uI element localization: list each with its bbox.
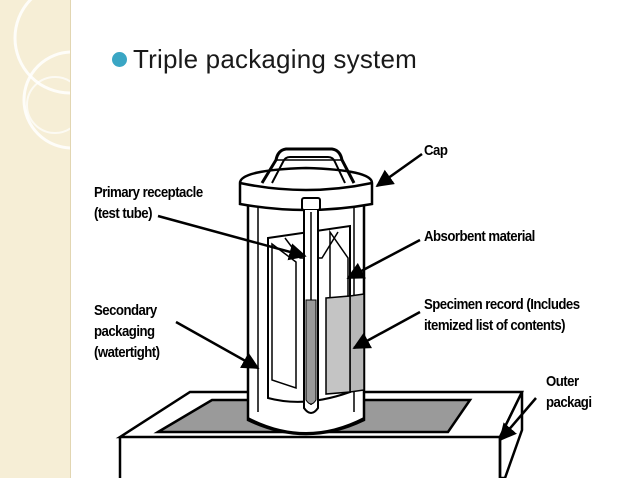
secondary-container: [246, 198, 366, 436]
slide-title: Triple packaging system: [133, 44, 417, 74]
label-primary-receptacle-line1: Primary receptacle: [94, 184, 203, 201]
label-primary-receptacle-line2: (test tube): [94, 205, 153, 222]
arrow-absorbent: [346, 238, 421, 280]
arrow-cap: [375, 152, 423, 188]
label-outer-packaging-line1: Outer: [546, 373, 579, 390]
bullet-icon: [112, 52, 127, 67]
arrow-primary-receptacle: [157, 214, 307, 261]
label-cap: Cap: [424, 142, 448, 159]
pointer-arrows: [157, 152, 537, 442]
label-secondary-packaging-line2: packaging: [94, 323, 155, 340]
decorative-side-strip: [0, 0, 71, 478]
arrow-secondary-packaging: [175, 320, 260, 370]
label-secondary-packaging-line1: Secondary: [94, 302, 157, 319]
arrow-specimen-record: [352, 310, 421, 350]
label-secondary-packaging-line3: (watertight): [94, 344, 160, 361]
label-specimen-record-line2: itemized list of contents): [424, 317, 566, 334]
label-absorbent-material: Absorbent material: [424, 228, 535, 245]
decorative-circles: [13, 0, 70, 150]
primary-receptacle-tube: [301, 197, 321, 414]
title-row: Triple packaging system: [112, 44, 417, 75]
arrow-outer-packaging: [498, 397, 537, 442]
label-specimen-record-line1: Specimen record (Includes: [424, 296, 580, 313]
container-cap: [238, 147, 374, 212]
label-outer-packaging-line2: packagi: [546, 394, 592, 411]
